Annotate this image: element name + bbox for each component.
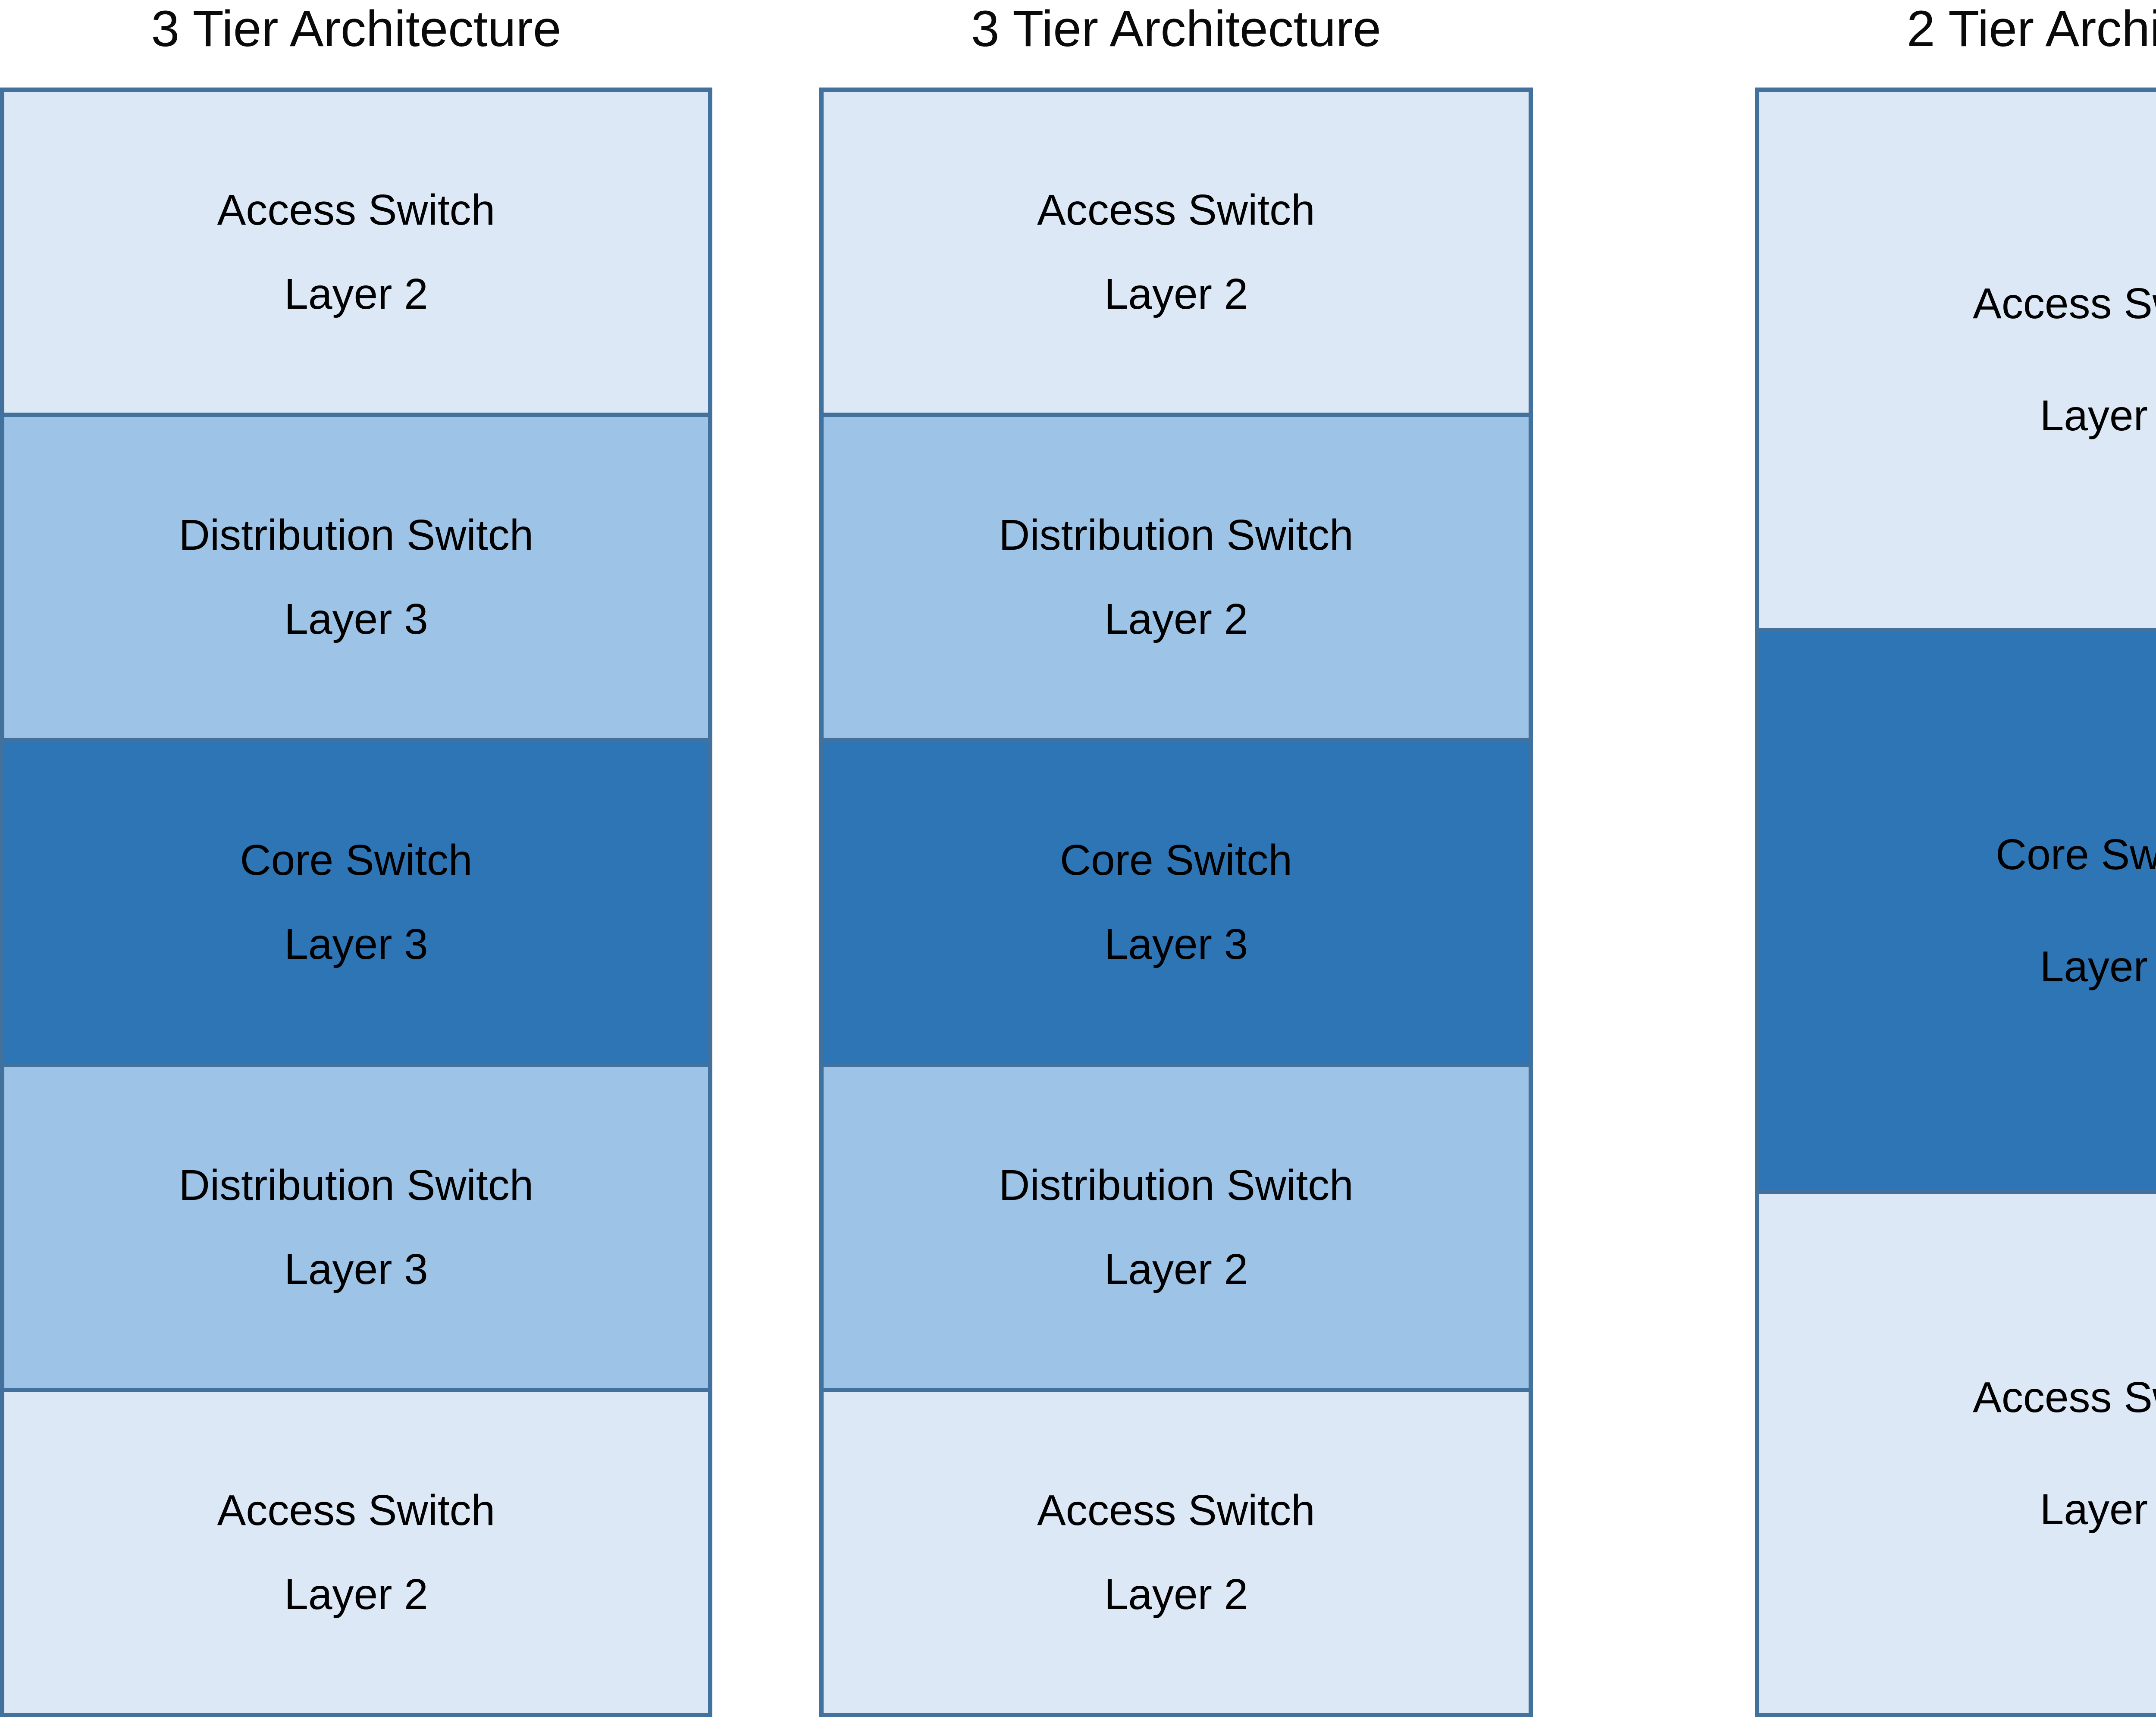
column-3tier-1: 3 Tier Architecture Access Switch Layer … xyxy=(0,0,712,1717)
box-layer-label: Layer 2 xyxy=(2040,1485,2156,1534)
box-access-switch-top: Access Switch Layer 2 xyxy=(1755,88,2156,632)
box-label: Core Switch xyxy=(1059,836,1293,884)
box-label: Distribution Switch xyxy=(999,511,1354,559)
box-layer-label: Layer 2 xyxy=(284,270,428,318)
box-access-switch-bottom: Access Switch Layer 2 xyxy=(1755,1190,2156,1717)
box-access-switch-top: Access Switch Layer 2 xyxy=(0,88,712,417)
box-stack: Access Switch Layer 2 Distribution Switc… xyxy=(0,88,712,1717)
box-label: Access Switch xyxy=(217,1486,495,1534)
box-layer-label: Layer 3 xyxy=(284,1245,428,1293)
column-2tier-1: 2 Tier Architecture Access Switch Layer … xyxy=(1755,0,2156,1717)
box-label: Distribution Switch xyxy=(179,511,534,559)
box-layer-label: Layer 2 xyxy=(2040,391,2156,440)
box-layer-label: Layer 2 xyxy=(1104,595,1248,643)
box-layer-label: Layer 3 xyxy=(284,920,428,968)
box-core-switch: Core Switch Layer 3 xyxy=(819,738,1533,1067)
box-distribution-switch-lower: Distribution Switch Layer 2 xyxy=(819,1063,1533,1392)
box-layer-label: Layer 3 xyxy=(2040,942,2156,991)
box-label: Access Switch xyxy=(217,186,495,234)
column-title: 2 Tier Architecture xyxy=(1907,0,2156,57)
box-layer-label: Layer 2 xyxy=(1104,1245,1248,1293)
box-core-switch: Core Switch Layer 3 xyxy=(1755,628,2156,1194)
box-layer-label: Layer 2 xyxy=(1104,1570,1248,1619)
box-label: Distribution Switch xyxy=(999,1161,1354,1209)
box-label: Access Switch xyxy=(1037,186,1315,234)
box-layer-label: Layer 3 xyxy=(284,595,428,643)
column-title: 3 Tier Architecture xyxy=(151,0,561,57)
box-layer-label: Layer 3 xyxy=(1104,920,1248,968)
box-access-switch-top: Access Switch Layer 2 xyxy=(819,88,1533,417)
box-distribution-switch-lower: Distribution Switch Layer 3 xyxy=(0,1063,712,1392)
box-label: Access Switch xyxy=(1973,1373,2156,1422)
box-label: Access Switch xyxy=(1973,279,2156,328)
box-core-switch: Core Switch Layer 3 xyxy=(0,738,712,1067)
box-stack: Access Switch Layer 2 Distribution Switc… xyxy=(819,88,1533,1717)
box-distribution-switch-upper: Distribution Switch Layer 3 xyxy=(0,413,712,742)
box-access-switch-bottom: Access Switch Layer 2 xyxy=(819,1388,1533,1717)
column-title: 3 Tier Architecture xyxy=(971,0,1381,57)
column-3tier-2: 3 Tier Architecture Access Switch Layer … xyxy=(819,0,1533,1717)
box-label: Core Switch xyxy=(240,836,473,884)
box-access-switch-bottom: Access Switch Layer 2 xyxy=(0,1388,712,1717)
box-distribution-switch-upper: Distribution Switch Layer 2 xyxy=(819,413,1533,742)
box-stack: Access Switch Layer 2 Core Switch Layer … xyxy=(1755,88,2156,1717)
box-layer-label: Layer 2 xyxy=(1104,270,1248,318)
box-label: Access Switch xyxy=(1037,1486,1315,1534)
box-label: Distribution Switch xyxy=(179,1161,534,1209)
box-layer-label: Layer 2 xyxy=(284,1570,428,1619)
box-label: Core Switch xyxy=(1995,830,2156,879)
